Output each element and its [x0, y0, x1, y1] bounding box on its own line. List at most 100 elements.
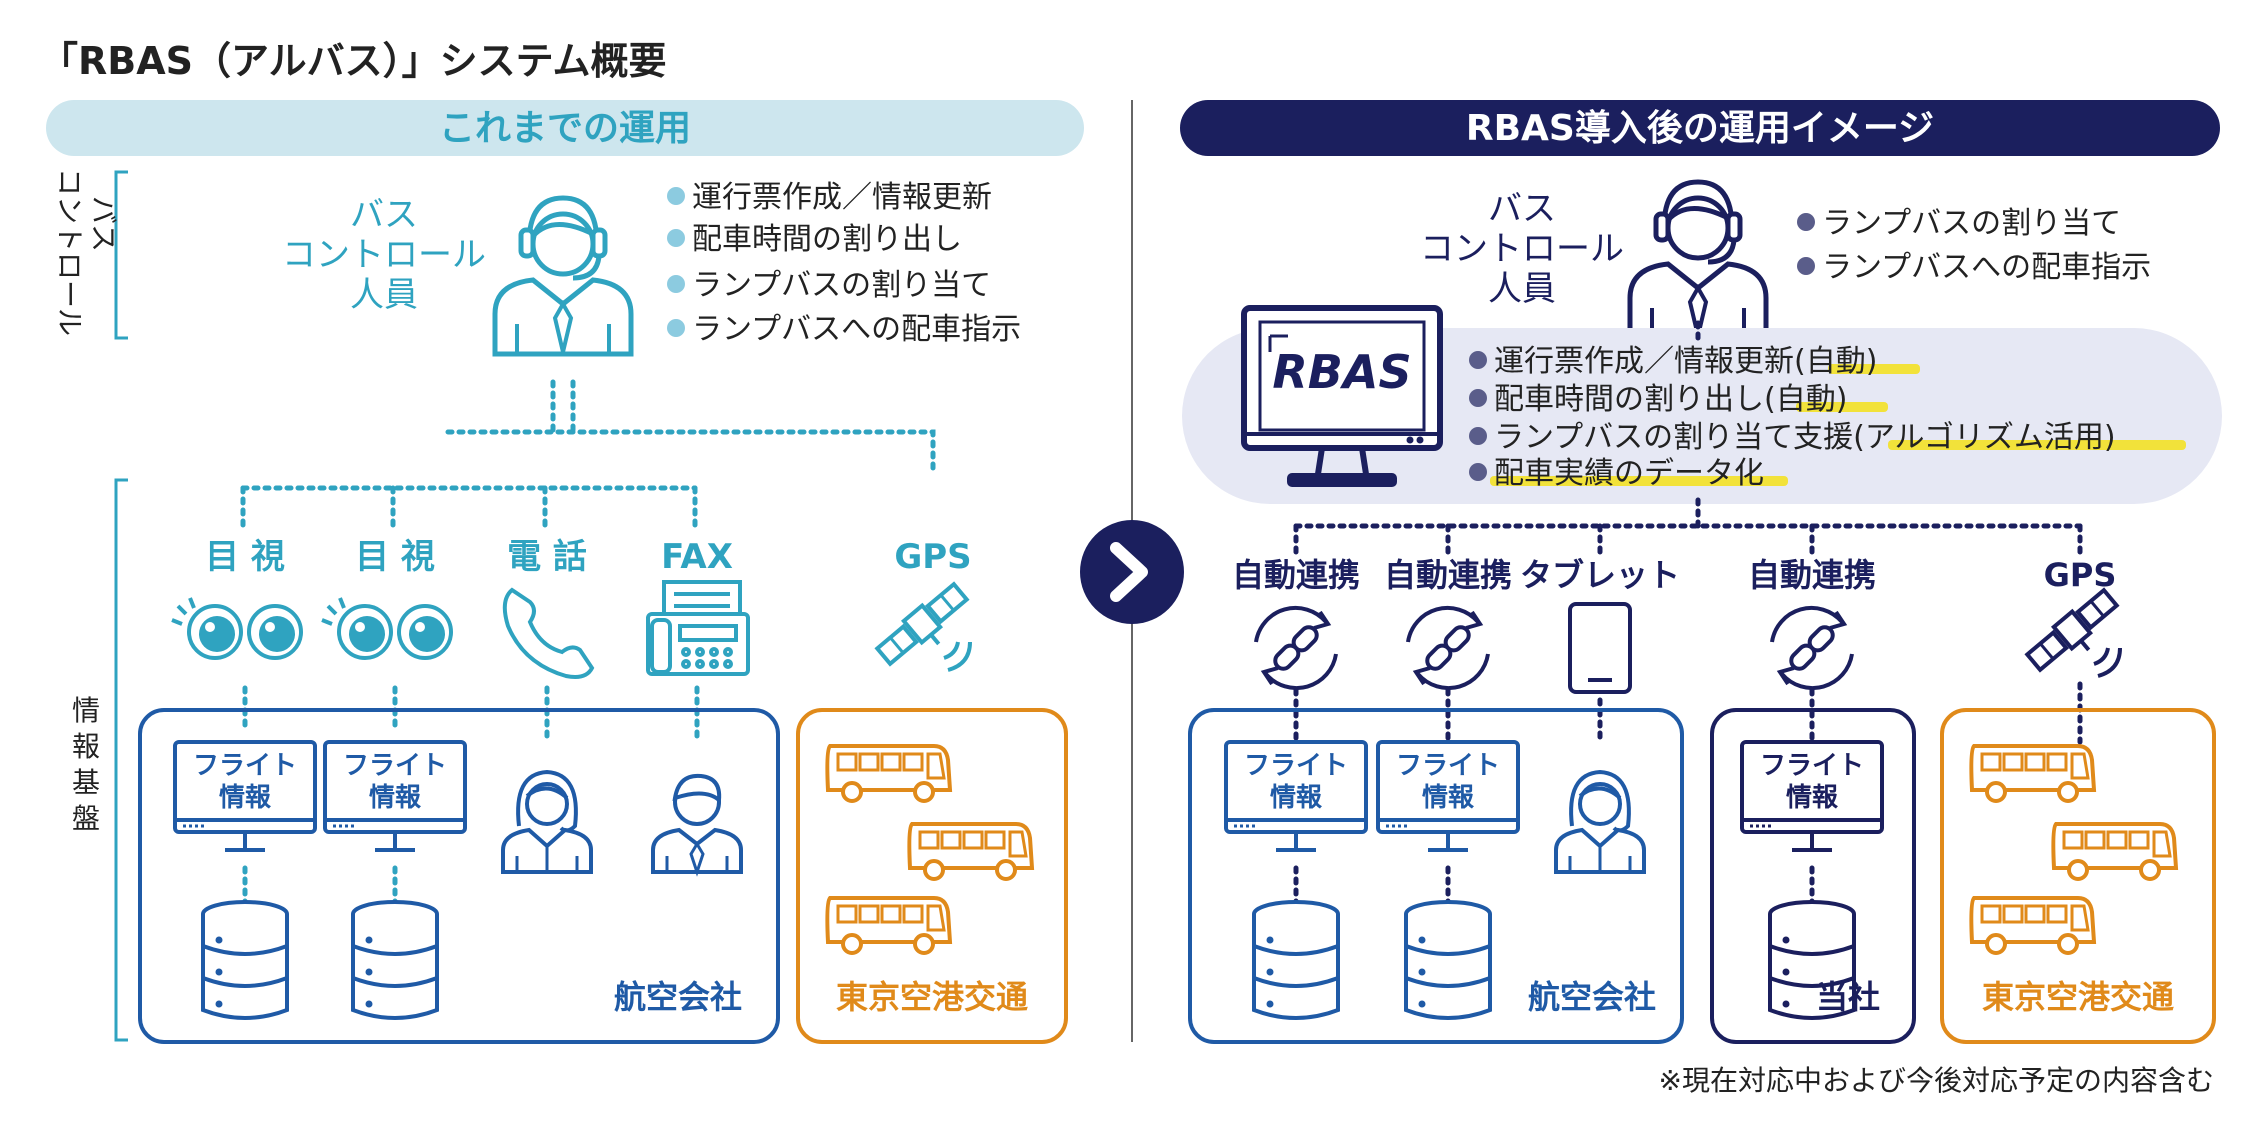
staff-woman-icon: [1554, 770, 1646, 874]
left-task-bullet: [667, 229, 685, 247]
left-database-icon: [351, 900, 439, 1020]
right-person-label-line1: バス: [1488, 189, 1556, 229]
rbas-task-item: ランプバスの割り当て支援(アルゴリズム活用): [1494, 420, 2116, 455]
left-channel-label: 目 視: [355, 537, 435, 577]
left-panel: これまでの運用 バス コントロール 情 報 基 盤 バス コントロール 人員 運…: [46, 100, 1084, 1044]
left-task-bullet: [667, 275, 685, 293]
right-bus-company-box: [1940, 708, 2216, 1044]
right-person-label-line2: コントロール: [1420, 229, 1624, 269]
right-connectors: [1293, 497, 2083, 905]
bus-icon: [825, 744, 952, 803]
rbas-task-bullet: [1469, 427, 1487, 445]
monitor-label-line2: 情報: [1422, 783, 1475, 813]
left-channel-label: 目 視: [205, 537, 285, 577]
bus-icon: [2051, 822, 2178, 881]
left-task-list: 運行票作成／情報更新 配車時間の割り出し ランプバスの割り当て ランプバスへの配…: [667, 180, 1021, 347]
phone-icon: [502, 587, 595, 679]
left-monitor-labels: フライト 情報 フライト 情報: [193, 751, 447, 813]
left-task-bullet: [667, 187, 685, 205]
transition-arrow: [1080, 520, 1184, 624]
monitor-label-line1: フライト: [193, 751, 297, 781]
left-channel-labels: 目 視 目 視 電 話 FAX GPS: [205, 537, 972, 577]
monitor-label-line1: フライト: [343, 751, 447, 781]
rbas-task-item: 配車実績のデータ化: [1494, 456, 1764, 491]
monitor-label-line1: フライト: [1244, 751, 1348, 781]
left-person-label-line2: コントロール: [282, 235, 486, 275]
right-operator-icon: [1630, 182, 1766, 338]
right-airline-box: [1188, 708, 1684, 1044]
right-header-text: RBAS導入後の運用イメージ: [1466, 108, 1934, 149]
side-label-info: 情 報 基 盤: [72, 694, 100, 835]
side-label-info-char1: 情: [72, 694, 100, 727]
sync-link-icon: [1406, 605, 1490, 691]
right-task-list: ランプバスの割り当て ランプバスへの配車指示: [1797, 206, 2151, 285]
side-label-info-char4: 盤: [72, 802, 100, 835]
right-panel: RBAS導入後の運用イメージ バス コントロール 人員 ランプバスの割り当て ラ…: [1180, 100, 2222, 1044]
right-monitor-labels: フライト 情報 フライト 情報: [1244, 751, 1500, 813]
left-person-label-line1: バス: [350, 195, 418, 235]
right-task-item: ランプバスへの配車指示: [1822, 250, 2151, 285]
sync-link-icon: [1770, 605, 1854, 691]
rbas-monitor-icon: [1241, 305, 1443, 487]
left-task-item: ランプバスの割り当て: [692, 268, 991, 303]
right-channel-label: GPS: [2044, 556, 2117, 594]
left-task-item: 運行票作成／情報更新: [692, 180, 992, 215]
chevron-right-icon: [1110, 542, 1148, 602]
rbas-task-bullet: [1469, 351, 1487, 369]
right-channel-label: 自動連携: [1384, 556, 1512, 594]
left-header-text: これまでの運用: [439, 108, 691, 149]
bracket-info: [114, 478, 128, 1042]
monitor-label-line2: 情報: [1786, 783, 1839, 813]
rbas-task-bullet: [1469, 463, 1487, 481]
page-title: 「RBAS（アルバス）」システム概要: [40, 39, 666, 83]
right-channel-label: 自動連携: [1748, 556, 1876, 594]
own-company-box: [1710, 708, 1916, 1044]
left-task-bullet: [667, 319, 685, 337]
satellite-icon: [872, 579, 980, 679]
right-bus-company-label: 東京空港交通: [1982, 978, 2174, 1016]
right-channel-labels: 自動連携 自動連携 タブレット 自動連携 GPS: [1232, 556, 2116, 594]
right-task-item: ランプバスの割り当て: [1822, 206, 2121, 241]
own-company-label: 当社: [1816, 978, 1880, 1016]
left-bus-company-box: [796, 708, 1068, 1044]
rbas-task-bullet: [1469, 389, 1487, 407]
satellite-icon: [2022, 585, 2130, 685]
monitor-label-line2: 情報: [369, 783, 422, 813]
right-channel-label: タブレット: [1520, 556, 1680, 594]
right-task-bullet: [1797, 257, 1815, 275]
right-database-icon: [1252, 900, 1340, 1020]
monitor-label-line1: フライト: [1760, 751, 1864, 781]
right-person-label: バス コントロール 人員: [1420, 189, 1624, 309]
staff-woman-icon: [501, 770, 593, 874]
left-operator-icon: [495, 198, 631, 354]
left-channel-label: 電 話: [507, 537, 587, 577]
rbas-task-item: 配車時間の割り出し(自動): [1494, 382, 1847, 417]
right-person-label-line3: 人員: [1488, 269, 1556, 309]
eye-icon: [321, 597, 453, 660]
right-database-icon: [1404, 900, 1492, 1020]
eye-icon: [171, 597, 303, 660]
left-airline-label: 航空会社: [614, 978, 742, 1016]
rbas-task-highlights: [1490, 364, 2186, 486]
side-label-control: バス コントロール: [53, 168, 120, 336]
right-task-bullet: [1797, 213, 1815, 231]
staff-man-icon: [651, 773, 743, 874]
bus-icon: [825, 896, 952, 955]
left-person-label-line3: 人員: [350, 275, 418, 315]
rbas-task-list: 運行票作成／情報更新(自動) 配車時間の割り出し(自動) ランプバスの割り当て支…: [1469, 344, 2116, 491]
side-label-info-char3: 基: [72, 766, 100, 799]
bus-icon: [907, 822, 1034, 881]
right-channel-label: 自動連携: [1232, 556, 1360, 594]
right-header-bar: [1180, 100, 2220, 156]
monitor-label-line1: フライト: [1396, 751, 1500, 781]
left-channel-label: GPS: [894, 537, 971, 577]
rbas-task-item: 運行票作成／情報更新(自動): [1494, 344, 1877, 379]
bus-icon: [1969, 896, 2096, 955]
monitor-label-line2: 情報: [219, 783, 272, 813]
right-airline-label: 航空会社: [1528, 978, 1656, 1016]
side-label-control-line2: コントロール: [53, 168, 86, 336]
side-label-info-char2: 報: [72, 730, 100, 763]
left-channel-label: FAX: [661, 537, 733, 577]
left-header-bar: [46, 100, 1084, 156]
